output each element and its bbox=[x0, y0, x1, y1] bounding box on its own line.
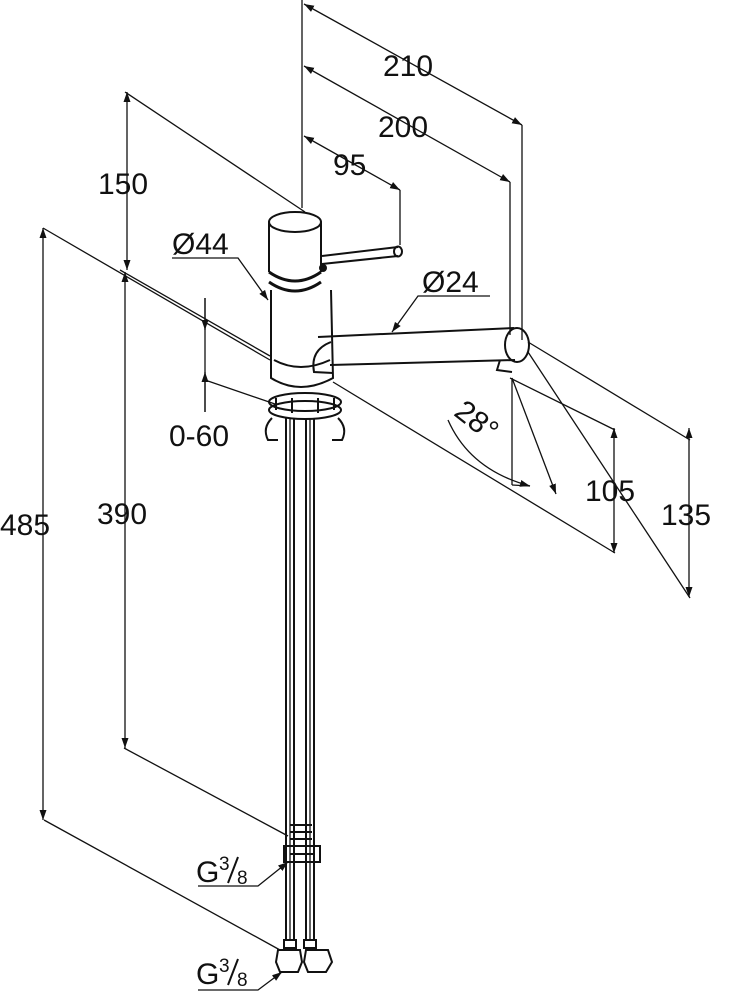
svg-text:8: 8 bbox=[237, 970, 248, 991]
dim-height-under-spout: 390 bbox=[97, 498, 147, 531]
mounting-assembly bbox=[264, 392, 346, 441]
dim-spout-height: 135 bbox=[661, 499, 711, 532]
dim-deck-thickness: 0-60 bbox=[169, 420, 229, 453]
svg-text:3: 3 bbox=[219, 956, 230, 977]
dim-line-95 bbox=[303, 135, 401, 191]
svg-text:G: G bbox=[196, 958, 219, 991]
dim-total-height: 485 bbox=[0, 509, 50, 542]
dim-swivel-angle: 28° bbox=[448, 394, 504, 448]
angle-leg bbox=[511, 377, 557, 495]
angle-base bbox=[511, 484, 531, 487]
angle-arc-28 bbox=[447, 419, 531, 487]
upper-thread-label: G 3 8 bbox=[196, 854, 248, 889]
upper-thread-main: G bbox=[196, 856, 219, 889]
leader-lower-thread bbox=[198, 971, 283, 991]
svg-text:G: G bbox=[196, 856, 219, 889]
lower-thread-main: G bbox=[196, 958, 219, 991]
dim-lever-reach: 95 bbox=[333, 149, 366, 182]
leader-d44 bbox=[172, 257, 269, 301]
upper-thread-denominator: 8 bbox=[237, 868, 248, 889]
lower-thread-label: G 3 8 bbox=[196, 956, 248, 991]
extension-lines bbox=[42, 0, 691, 951]
svg-text:8: 8 bbox=[237, 868, 248, 889]
dim-total-width: 210 bbox=[383, 50, 433, 83]
dim-body-diameter: Ø44 bbox=[172, 228, 229, 261]
leader-d24 bbox=[391, 295, 490, 333]
lower-hose-fitting bbox=[274, 939, 334, 973]
svg-text:3: 3 bbox=[219, 854, 230, 875]
dim-spout-reach: 200 bbox=[378, 111, 428, 144]
leader-upper-thread bbox=[198, 861, 289, 887]
dim-spout-diameter: Ø24 bbox=[422, 266, 479, 299]
faucet-body bbox=[268, 211, 335, 388]
lower-thread-denominator: 8 bbox=[237, 970, 248, 991]
dim-line-200 bbox=[303, 65, 511, 183]
faucet-spout bbox=[312, 327, 530, 374]
dim-outlet-height: 105 bbox=[585, 475, 635, 508]
dim-lever-rise: 150 bbox=[98, 168, 148, 201]
lower-thread-numerator: 3 bbox=[219, 956, 230, 977]
upper-hose-fitting bbox=[283, 824, 321, 863]
upper-thread-numerator: 3 bbox=[219, 854, 230, 875]
faucet-lever bbox=[319, 245, 403, 272]
